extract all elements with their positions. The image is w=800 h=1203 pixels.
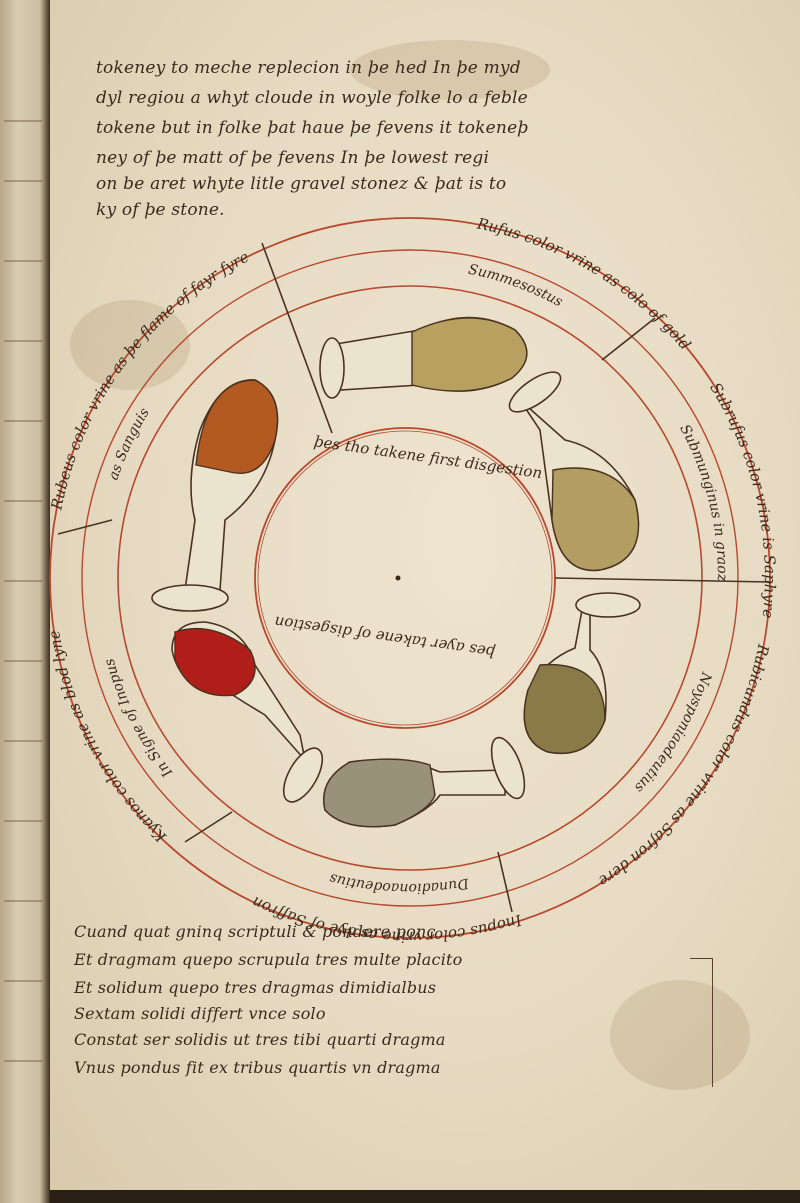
bottom-text-line: Vnus pondus fit ex tribus quartis vn dra… xyxy=(74,1058,441,1077)
flask-rubeus xyxy=(151,379,279,612)
left-page-edge xyxy=(0,0,50,1203)
bottom-text-line: Et dragmam quepo scrupula tres multe pla… xyxy=(74,950,463,969)
margin-bracket xyxy=(690,958,713,1087)
svg-text:as Sanguis: as Sanguis xyxy=(106,405,153,482)
top-text-line: tokeney to meche replecion in þe hed In … xyxy=(96,58,521,78)
svg-text:Summesostus: Summesostus xyxy=(467,262,565,311)
inner-label-6: as Sanguis xyxy=(106,405,153,482)
svg-text:Dunadionaodeutius: Dunadionaodeutius xyxy=(328,870,471,896)
flask-rubicundus xyxy=(523,592,641,754)
inner-ring xyxy=(117,285,703,871)
inner-label-4: Dunadionaodeutius xyxy=(328,870,471,896)
top-text-line: ky of þe stone. xyxy=(96,200,225,220)
inner-label-1: Summesostus xyxy=(467,262,565,311)
inner-label-2: Submunginus in graoz xyxy=(676,422,730,582)
middle-ring xyxy=(81,249,739,907)
bottom-text-line: Constat ser solidis ut tres tibi quarti … xyxy=(74,1030,446,1049)
center-ring-inner xyxy=(257,430,553,726)
svg-text:Submunginus in graoz: Submunginus in graoz xyxy=(676,422,730,582)
center-dot xyxy=(395,575,401,581)
bottom-text-line: Cuand quat gninq scriptuli & pondere pon… xyxy=(74,922,436,941)
flask-kyanos xyxy=(171,621,324,803)
bottom-text-line: Sextam solidi differt vnce solo xyxy=(74,1004,326,1023)
outer-ring xyxy=(49,217,771,939)
center-lower-text: þes ayer takene of disgestion xyxy=(273,613,496,662)
flask-subrufus xyxy=(508,371,640,572)
top-text-line: ney of þe matt of þe fevens In þe lowest… xyxy=(96,148,490,168)
center-upper-text: þes tho takene first disgestion xyxy=(313,432,543,482)
flask-inopus xyxy=(323,736,526,828)
top-text-line: tokene but in folke þat haue þe fevens i… xyxy=(96,118,529,138)
bottom-text-line: Et solidum quepo tres dragmas dimidialbu… xyxy=(74,978,437,997)
top-text-line: dyl regiou a whyt cloude in woyle folke … xyxy=(96,88,528,108)
wheel-dividers xyxy=(57,242,771,913)
flask-rufus xyxy=(319,316,528,399)
top-text-line: on be aret whyte litle gravel stonez & þ… xyxy=(96,174,507,194)
